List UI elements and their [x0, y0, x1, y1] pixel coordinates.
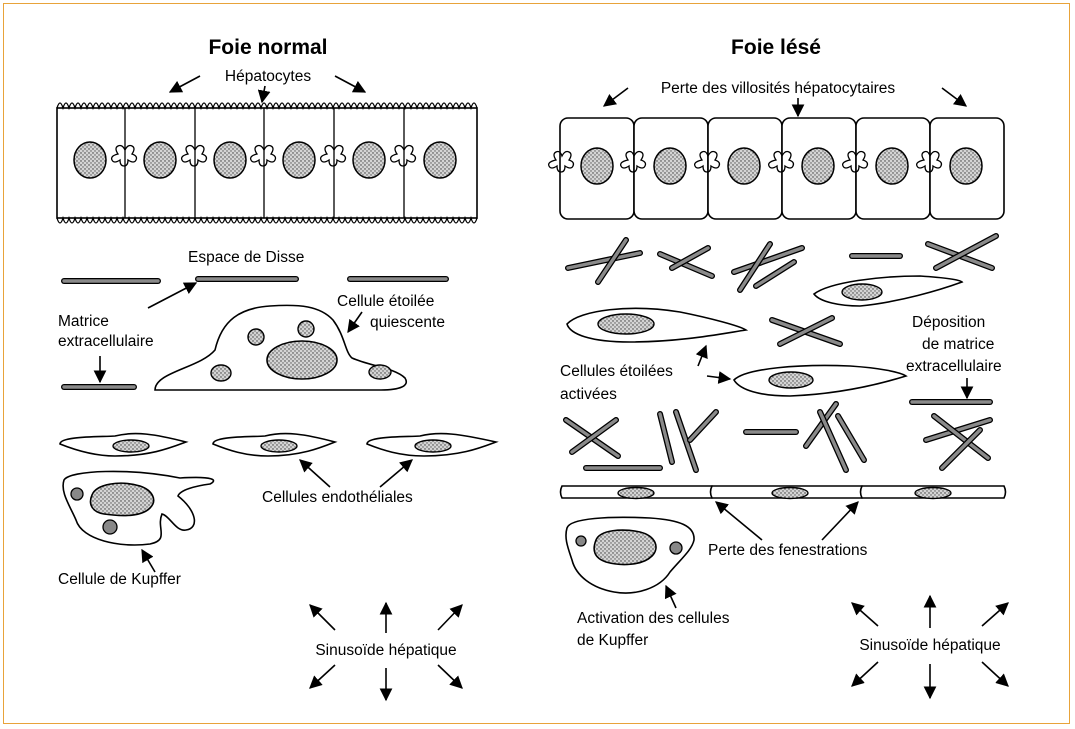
- kupffer-cell-activated: [566, 517, 694, 593]
- arrow-stellate-activated-2: [707, 376, 730, 379]
- label-endothelial: Cellules endothéliales: [262, 489, 413, 506]
- title-injured: Foie lésé: [731, 36, 821, 59]
- lipid-droplet: [248, 329, 264, 345]
- nucleus: [74, 142, 106, 178]
- hepatocyte-row-normal: [57, 103, 477, 223]
- label-hepatocytes: Hépatocytes: [225, 68, 311, 85]
- nucleus: [267, 341, 337, 379]
- label-kupffer: Cellule de Kupffer: [58, 571, 181, 588]
- nucleus: [353, 142, 385, 178]
- arrow-endothelial-1: [300, 460, 330, 487]
- lipid-droplet: [369, 365, 391, 379]
- endothelium-continuous: [561, 486, 1006, 499]
- label-villi-loss: Perte des villosités hépatocytaires: [661, 80, 896, 97]
- arrow-fenestration-1: [716, 502, 762, 540]
- arrow-hepatocytes-left: [170, 76, 200, 92]
- label-matrix-1: Matrice: [58, 313, 109, 330]
- nucleus: [214, 142, 246, 178]
- label-disse: Espace de Disse: [188, 249, 304, 266]
- matrix-fibers-injured: [566, 236, 996, 470]
- label-kupffer-activated-2: de Kupffer: [577, 632, 648, 649]
- label-deposition-3: extracellulaire: [906, 358, 1002, 375]
- title-normal: Foie normal: [208, 36, 327, 59]
- hepatocyte-row-injured: [549, 118, 1004, 219]
- label-kupffer-activated-1: Activation des cellules: [577, 610, 730, 627]
- label-deposition-2: de matrice: [922, 336, 994, 353]
- label-sinusoid-injured: Sinusoïde hépatique: [859, 637, 1000, 654]
- label-matrix-2: extracellulaire: [58, 333, 154, 350]
- arrow-villi-left: [604, 88, 628, 106]
- arrow-villi-right: [942, 88, 966, 106]
- label-deposition-1: Déposition: [912, 314, 985, 331]
- nucleus: [424, 142, 456, 178]
- endothelial-cells-normal: [60, 434, 496, 456]
- label-fenestration-loss: Perte des fenestrations: [708, 542, 868, 559]
- arrow-endothelial-2: [380, 460, 412, 487]
- arrow-stellate-activated-1: [698, 346, 706, 366]
- nucleus: [144, 142, 176, 178]
- arrow-fenestration-2: [822, 502, 858, 540]
- arrow-hepatocytes-right: [335, 76, 365, 92]
- arrow-kupffer-activated: [666, 586, 676, 608]
- label-stellate-activated-1: Cellules étoilées: [560, 363, 673, 380]
- label-stellate-1: Cellule étoilée: [337, 293, 434, 310]
- arrow-kupffer: [142, 550, 155, 572]
- panel-injured-liver: Foie lésé Perte des villosités hépatocyt…: [549, 36, 1008, 698]
- label-stellate-2: quiescente: [370, 314, 445, 331]
- nucleus: [283, 142, 315, 178]
- lipid-droplet: [298, 321, 314, 337]
- label-stellate-activated-2: activées: [560, 386, 617, 403]
- arrow-hepatocytes-mid: [262, 86, 265, 102]
- label-sinusoid-normal: Sinusoïde hépatique: [315, 642, 456, 659]
- panel-normal-liver: Foie normal Hépatocytes: [57, 36, 496, 700]
- arrow-matrix-up: [148, 283, 196, 308]
- arrow-stellate: [348, 312, 362, 332]
- stellate-cell-quiescent: [155, 305, 406, 390]
- lipid-droplet: [211, 365, 231, 381]
- kupffer-cell-normal: [63, 471, 213, 545]
